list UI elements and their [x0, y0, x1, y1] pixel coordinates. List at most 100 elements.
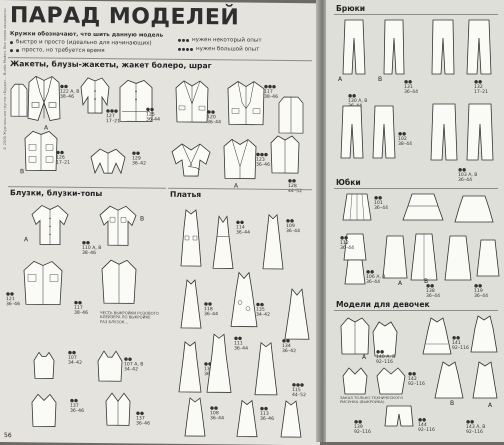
legend: Кружки обозначают, что шить данную модел…	[10, 30, 163, 56]
page-number: 56	[4, 432, 12, 440]
girl-shorts-sketch	[384, 404, 414, 428]
jacket-back-sketch	[278, 95, 304, 135]
trousers-sketch	[430, 18, 456, 76]
skirt-sketch	[382, 234, 408, 280]
divider	[334, 310, 498, 311]
jacket-sketch	[270, 133, 300, 175]
trousers-sketch	[382, 18, 406, 76]
skirt-sketch	[342, 232, 368, 262]
blouse-sketch	[98, 203, 138, 247]
top-sketch	[30, 392, 58, 428]
skirt-sketch	[342, 192, 372, 222]
shirt-sketch	[100, 257, 138, 307]
dot-icon	[16, 48, 19, 52]
blouse-sketch	[30, 202, 70, 246]
trousers-sketch	[372, 104, 396, 160]
girl-dress-sketch	[470, 314, 498, 354]
dress-sketch	[254, 341, 278, 397]
jacket-sketch	[222, 136, 258, 182]
dress-sketch	[184, 396, 206, 438]
dress-sketch	[180, 208, 202, 268]
divider	[334, 188, 498, 189]
top-sketch	[104, 391, 132, 427]
dress-sketch	[236, 398, 258, 438]
section-jackets: Жакеты, блузы-жакеты, жакет болеро, шраг	[10, 59, 212, 71]
girl-jacket-sketch	[340, 316, 370, 356]
side-note: © 2006 Журнальная группа «Бурда»... Burd…	[3, 8, 7, 151]
section-blouses: Блузки, блузки-топы	[10, 188, 103, 199]
dress-sketch	[206, 332, 232, 394]
trousers-sketch	[342, 18, 366, 76]
dress-sketch	[178, 340, 202, 394]
girl-dress-sketch	[434, 360, 464, 400]
skirt-sketch	[444, 234, 472, 282]
dress-sketch	[284, 287, 310, 341]
skirt-sketch	[344, 258, 366, 286]
dot-icon	[10, 48, 13, 52]
legend-right: нужен некоторый опыт нужен большой опыт	[178, 36, 262, 55]
trousers-sketch	[466, 102, 494, 162]
girl-dress-sketch	[472, 360, 498, 400]
skirt-sketch	[410, 232, 438, 282]
top-sketch	[32, 350, 56, 380]
top-sketch	[96, 349, 124, 383]
trousers-sketch	[466, 18, 492, 76]
girl-dress-sketch	[422, 316, 452, 356]
shrug-sketch	[80, 75, 110, 117]
section-trousers: Брюки	[336, 4, 366, 13]
jacket-sketch	[226, 78, 266, 128]
trousers-sketch	[430, 102, 458, 162]
trousers-sketch	[340, 104, 364, 160]
section-girls: Модели для девочек	[336, 300, 430, 309]
divider	[334, 14, 498, 15]
page-title: ПАРАД МОДЕЛЕЙ	[10, 3, 240, 31]
dress-sketch	[280, 399, 302, 439]
girl-top-sketch	[342, 366, 368, 396]
section-skirts: Юбки	[336, 178, 361, 187]
dress-sketch	[230, 270, 258, 328]
skirt-sketch	[402, 192, 444, 222]
girl-top-sketch	[376, 366, 406, 396]
skirt-sketch	[476, 238, 500, 278]
skirt-sketch	[454, 194, 494, 224]
section-dresses: Платья	[170, 189, 202, 200]
legend-item-time: просто, но требуется время	[10, 46, 163, 56]
jacket-sketch	[118, 77, 154, 125]
jacket-sketch	[174, 78, 210, 126]
left-page: ПАРАД МОДЕЛЕЙ Кружки обозначают, что шит…	[0, 0, 320, 445]
girl-top-sketch	[372, 320, 398, 358]
